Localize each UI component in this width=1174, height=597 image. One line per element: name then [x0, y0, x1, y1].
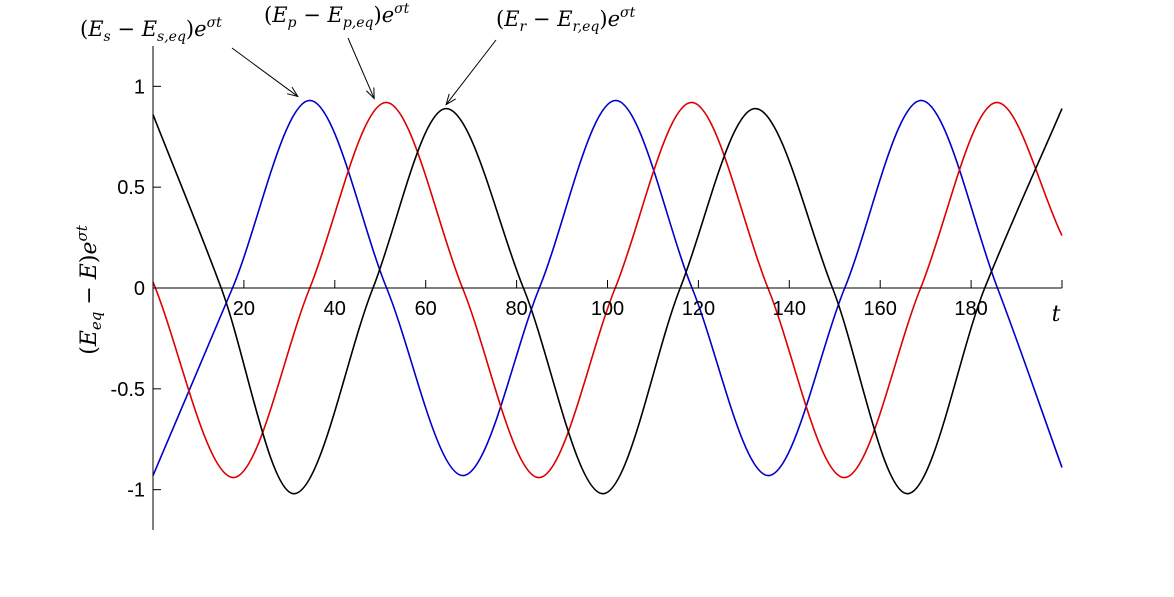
x-tick-label: 80 — [505, 298, 527, 320]
x-tick-label: 120 — [682, 298, 715, 320]
arrow-shaft — [445, 39, 497, 105]
tick-layer: 20 40 60 80 100 120 140 160 180 -1 -0.5 0 0.5 1 — [111, 76, 1063, 502]
annotation-label-ep: (Ep − Ep,eq)eσt — [264, 1, 410, 31]
x-tick-label: 180 — [954, 298, 987, 320]
annotation-label-er: (Er − Er,eq)eσt — [496, 5, 636, 35]
x-tick-label: 160 — [864, 298, 897, 320]
annotation-arrow-ep — [347, 37, 375, 100]
y-tick-label: -1 — [127, 480, 145, 502]
y-tick-label: 0.5 — [117, 177, 145, 199]
x-tick-label: 140 — [773, 298, 806, 320]
y-tick-label: -0.5 — [111, 379, 145, 401]
arrow-head — [287, 86, 299, 98]
series-line-es — [152, 99, 1063, 477]
y-axis-label: (Eeq − E)eσt — [73, 224, 105, 354]
x-tick-label: 20 — [233, 298, 255, 320]
annotation-label-es: (Es − Es,eq)eσt — [80, 15, 222, 45]
arrow-head — [445, 93, 456, 106]
arrow-shaft — [347, 37, 375, 99]
series-line-er — [152, 107, 1063, 495]
x-tick-label: 40 — [324, 298, 346, 320]
series-line-ep — [152, 101, 1063, 479]
arrow-shaft — [231, 47, 299, 97]
x-tick-label: 100 — [591, 298, 624, 320]
series-layer — [152, 99, 1063, 495]
arrow-head — [366, 87, 375, 100]
annotation-arrow-es — [231, 47, 299, 98]
annotation-layer — [231, 37, 497, 106]
annotation-arrow-er — [445, 39, 497, 106]
y-tick-label: 0 — [134, 278, 145, 300]
x-tick-label: 60 — [415, 298, 437, 320]
x-axis-label: t — [1052, 302, 1061, 327]
y-tick-label: 1 — [134, 76, 145, 98]
